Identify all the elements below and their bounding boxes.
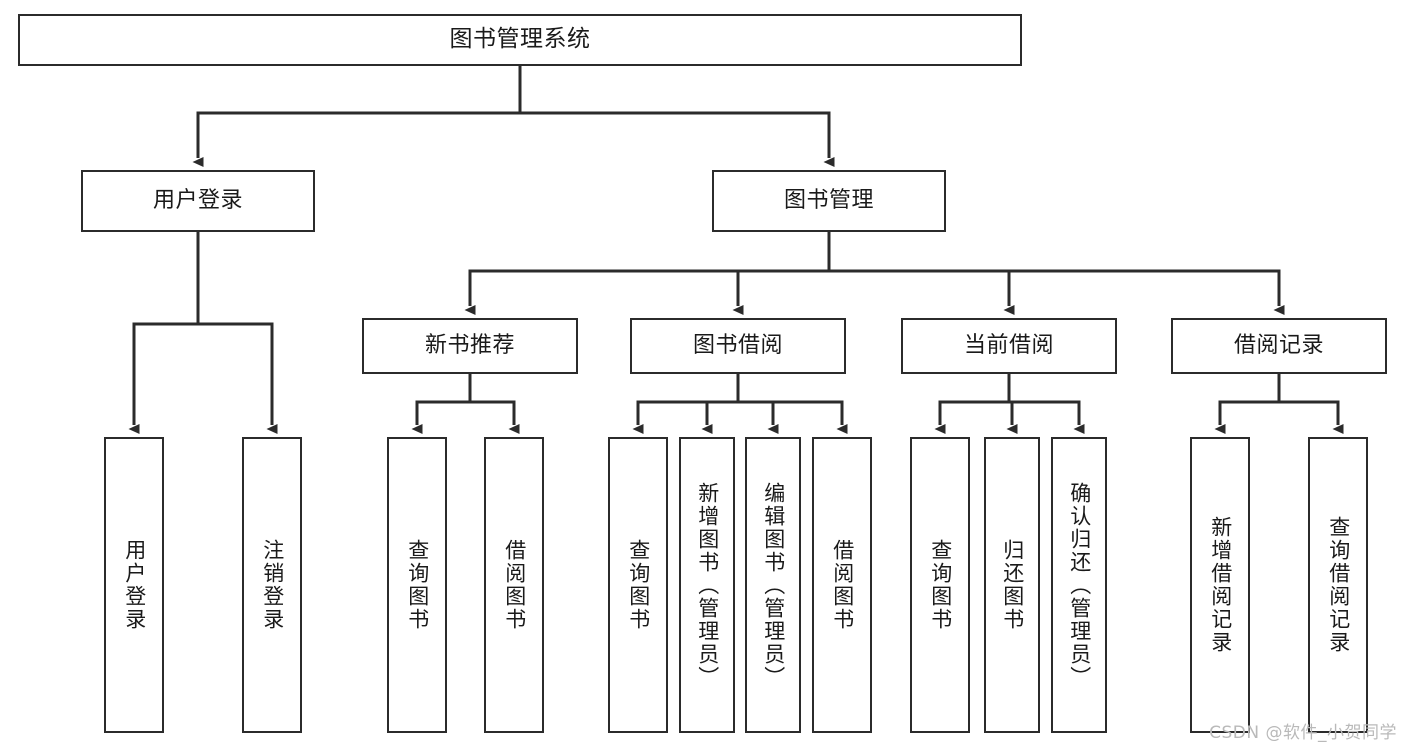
node-label: 确认归还（管理员） — [1067, 481, 1092, 689]
node-label: 查询图书 — [626, 539, 651, 631]
leaf-query-borrow-record[interactable]: 查询借阅记录 — [1308, 437, 1368, 733]
node-label: 借阅记录 — [1233, 332, 1324, 358]
node-label: 编辑图书（管理员） — [761, 481, 786, 689]
leaf-borrow-book-recommendation[interactable]: 借阅图书 — [484, 437, 544, 733]
node-root-book-management-system[interactable]: 图书管理系统 — [18, 14, 1022, 66]
node-label: 图书借阅 — [692, 332, 783, 358]
leaf-borrow-book[interactable]: 借阅图书 — [812, 437, 872, 733]
node-label: 查询借阅记录 — [1326, 516, 1351, 654]
leaf-add-book-admin[interactable]: 新增图书（管理员） — [679, 437, 735, 733]
leaf-add-borrow-record[interactable]: 新增借阅记录 — [1190, 437, 1250, 733]
node-label: 查询图书 — [928, 539, 953, 631]
node-borrowing-records[interactable]: 借阅记录 — [1171, 318, 1387, 374]
node-current-borrowing[interactable]: 当前借阅 — [901, 318, 1117, 374]
node-label: 借阅图书 — [830, 539, 855, 631]
node-new-book-recommendation[interactable]: 新书推荐 — [362, 318, 578, 374]
leaf-edit-book-admin[interactable]: 编辑图书（管理员） — [745, 437, 801, 733]
leaf-query-book-borrowing[interactable]: 查询图书 — [608, 437, 668, 733]
leaf-confirm-return-admin[interactable]: 确认归还（管理员） — [1051, 437, 1107, 733]
node-label: 图书管理 — [783, 187, 874, 213]
watermark-text: CSDN @软件_小贺同学 — [1209, 723, 1397, 743]
node-label: 新书推荐 — [424, 332, 515, 358]
node-label: 当前借阅 — [963, 332, 1054, 358]
node-label: 用户登录 — [152, 187, 243, 213]
leaf-query-book-current[interactable]: 查询图书 — [910, 437, 970, 733]
node-user-login[interactable]: 用户登录 — [81, 170, 315, 232]
leaf-user-login[interactable]: 用户登录 — [104, 437, 164, 733]
leaf-return-book[interactable]: 归还图书 — [984, 437, 1040, 733]
node-label: 新增借阅记录 — [1208, 516, 1233, 654]
node-book-borrowing[interactable]: 图书借阅 — [630, 318, 846, 374]
node-label: 用户登录 — [122, 539, 147, 631]
node-label: 借阅图书 — [502, 539, 527, 631]
node-label: 注销登录 — [260, 539, 285, 631]
leaf-logout-login[interactable]: 注销登录 — [242, 437, 302, 733]
leaf-query-book-recommendation[interactable]: 查询图书 — [387, 437, 447, 733]
node-label: 图书管理系统 — [449, 26, 591, 53]
node-label: 归还图书 — [1000, 539, 1025, 631]
node-label: 新增图书（管理员） — [695, 481, 720, 689]
node-book-management[interactable]: 图书管理 — [712, 170, 946, 232]
node-label: 查询图书 — [405, 539, 430, 631]
